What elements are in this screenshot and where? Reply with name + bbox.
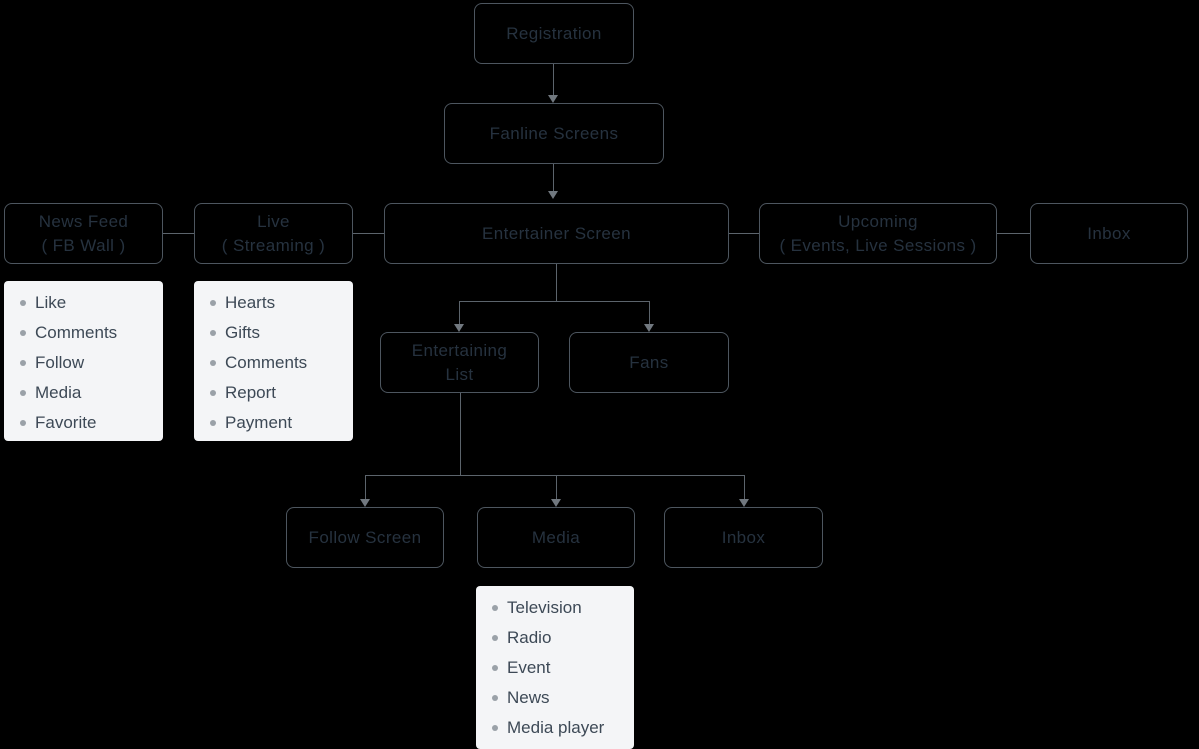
connector-line <box>553 164 554 191</box>
node-label: Fans <box>629 352 669 372</box>
node-fanline-screens: Fanline Screens <box>444 103 664 164</box>
node-media: Media <box>477 507 635 568</box>
node-label: News Feed <box>38 211 129 231</box>
arrow-down-icon <box>739 499 749 507</box>
node-label: Inbox <box>721 527 766 547</box>
node-fans: Fans <box>569 332 729 393</box>
node-entertainer-screen: Entertainer Screen <box>384 203 729 264</box>
live-feature-list: Hearts Gifts Comments Report Payment <box>194 281 353 441</box>
node-label: Fanline Screens <box>489 123 619 143</box>
list-item: Payment <box>194 408 345 438</box>
node-sublabel: ( Events, Live Sessions ) <box>779 235 977 255</box>
node-label: Registration <box>506 23 602 43</box>
list-item: Comments <box>194 348 345 378</box>
node-live-streaming: Live ( Streaming ) <box>194 203 353 264</box>
node-label: Follow Screen <box>308 527 422 547</box>
node-follow-screen: Follow Screen <box>286 507 444 568</box>
connector-line <box>729 233 759 234</box>
list-item: Follow <box>4 348 155 378</box>
node-registration: Registration <box>474 3 634 64</box>
news-feed-feature-list: Like Comments Follow Media Favorite <box>4 281 163 441</box>
list-item: Media player <box>476 713 626 743</box>
node-sublabel: List <box>445 364 474 384</box>
connector-line <box>353 233 384 234</box>
node-label: Upcoming <box>838 211 918 231</box>
connector-line <box>459 301 460 324</box>
connector-line <box>459 301 650 302</box>
node-label: Entertainer Screen <box>482 223 631 243</box>
arrow-down-icon <box>548 95 558 103</box>
connector-line <box>460 392 461 475</box>
list-item: Gifts <box>194 318 345 348</box>
connector-line <box>163 233 194 234</box>
node-entertaining-list: Entertaining List <box>380 332 539 393</box>
list-item: Report <box>194 378 345 408</box>
list-item: News <box>476 683 626 713</box>
connector-line <box>365 475 366 499</box>
node-upcoming: Upcoming ( Events, Live Sessions ) <box>759 203 997 264</box>
node-news-feed: News Feed ( FB Wall ) <box>4 203 163 264</box>
connector-line <box>649 301 650 324</box>
node-label: Inbox <box>1087 223 1131 243</box>
node-inbox-bottom: Inbox <box>664 507 823 568</box>
list-item: Television <box>476 593 626 623</box>
connector-line <box>744 475 745 499</box>
connector-line <box>556 475 557 499</box>
arrow-down-icon <box>644 324 654 332</box>
list-item: Like <box>4 288 155 318</box>
arrow-down-icon <box>454 324 464 332</box>
connector-line <box>365 475 745 476</box>
node-label: Media <box>531 527 581 547</box>
list-item: Media <box>4 378 155 408</box>
connector-line <box>553 64 554 95</box>
node-inbox-top: Inbox <box>1030 203 1188 264</box>
list-item: Radio <box>476 623 626 653</box>
list-item: Comments <box>4 318 155 348</box>
list-item: Favorite <box>4 408 155 438</box>
media-feature-list: Television Radio Event News Media player <box>476 586 634 749</box>
list-item: Hearts <box>194 288 345 318</box>
arrow-down-icon <box>548 191 558 199</box>
node-sublabel: ( Streaming ) <box>221 235 326 255</box>
node-label: Entertaining <box>411 340 508 360</box>
connector-line <box>556 264 557 301</box>
list-item: Event <box>476 653 626 683</box>
connector-line <box>997 233 1030 234</box>
arrow-down-icon <box>360 499 370 507</box>
node-sublabel: ( FB Wall ) <box>41 235 126 255</box>
node-label: Live <box>257 211 290 231</box>
arrow-down-icon <box>551 499 561 507</box>
